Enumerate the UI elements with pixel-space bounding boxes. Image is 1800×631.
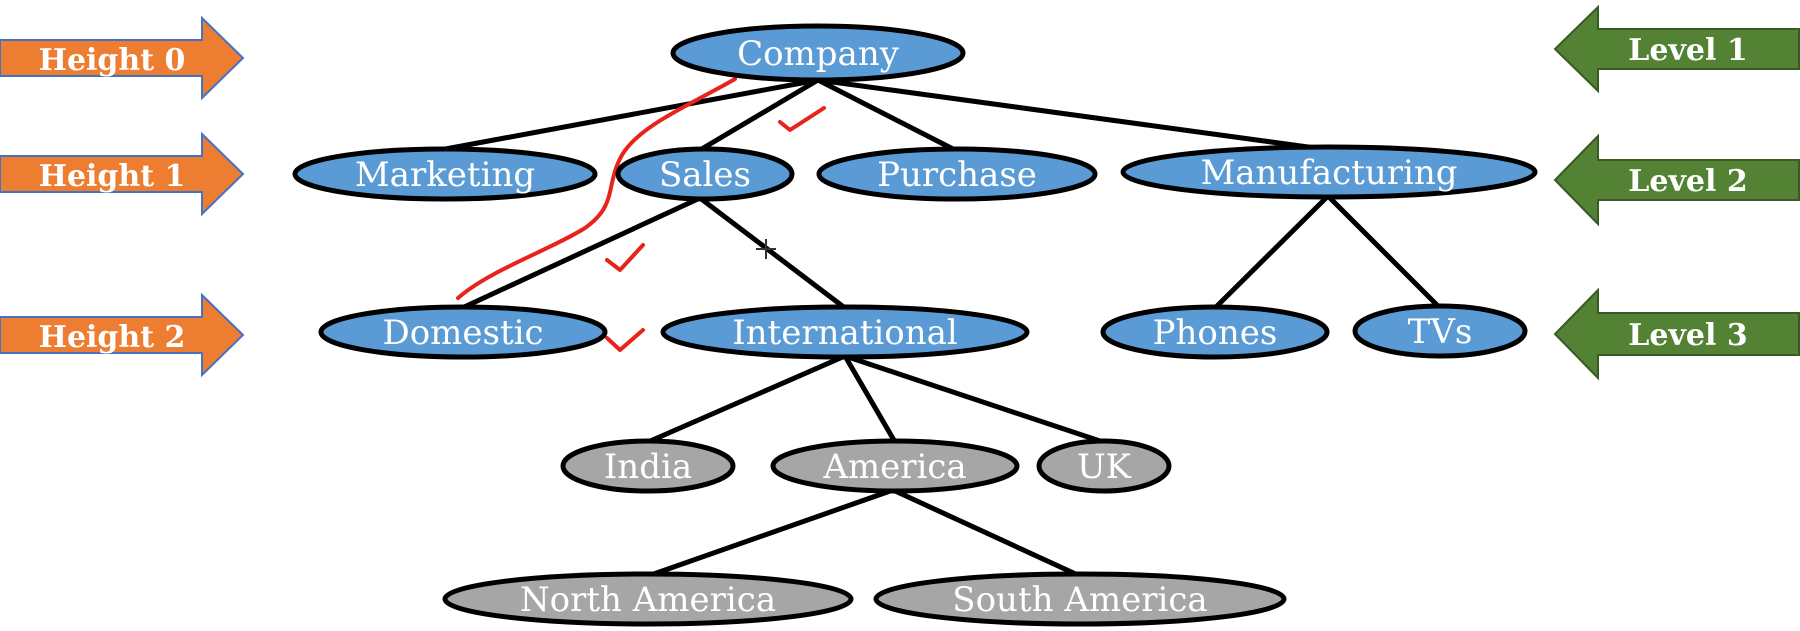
node-sales: Sales [615, 146, 795, 202]
node-uk: UK [1036, 438, 1172, 494]
node-marketing: Marketing [292, 146, 598, 202]
node-tvs: TVs [1352, 303, 1528, 359]
edge-america-south-america [891, 487, 1082, 579]
cursor-icon [756, 239, 776, 259]
node-purchase: Purchase [816, 146, 1098, 202]
edge-company-sales [698, 77, 820, 153]
node-label-sales: Sales [659, 155, 751, 195]
node-label-domestic: Domestic [382, 313, 543, 353]
height-label-1: Height 1 [39, 159, 186, 194]
height-arrow-2: Height 2 [0, 292, 245, 378]
node-label-company: Company [737, 34, 900, 74]
node-label-north-america: North America [520, 580, 776, 620]
edge-america-north-america [647, 487, 894, 579]
node-company: Company [670, 23, 966, 83]
node-domestic: Domestic [318, 304, 608, 360]
level-label-3: Level 3 [1628, 318, 1747, 353]
level-label-2: Level 2 [1628, 164, 1747, 199]
level-arrow-1: Level 1 [1553, 4, 1800, 94]
edge-international-uk [844, 353, 1104, 445]
level-arrow-3: Level 3 [1553, 287, 1800, 381]
node-label-manufacturing: Manufacturing [1200, 153, 1457, 193]
node-manufacturing: Manufacturing [1120, 144, 1538, 200]
node-south-america: South America [873, 571, 1287, 627]
level-arrow-2: Level 2 [1553, 133, 1800, 227]
edge-company-purchase [816, 77, 957, 153]
height-label-2: Height 2 [39, 320, 186, 355]
node-international: International [660, 304, 1030, 360]
check-mark-3 [605, 328, 645, 352]
level-label-1: Level 1 [1628, 33, 1747, 68]
node-america: America [770, 438, 1020, 494]
tree-edges [439, 77, 1442, 579]
node-label-international: International [732, 313, 958, 353]
node-label-tvs: TVs [1408, 312, 1473, 352]
edge-company-manufacturing [817, 77, 1331, 153]
nodes: Company Marketing Sales Purchase Manufac… [292, 23, 1538, 627]
red-annotation-stroke [456, 77, 737, 300]
check-mark-1 [778, 106, 826, 132]
annotations [456, 77, 826, 352]
height-arrow-1: Height 1 [0, 131, 245, 217]
height-arrows: Height 0 Height 1 Height 2 [0, 15, 245, 378]
edge-sales-international [698, 196, 847, 310]
edge-company-marketing [439, 77, 819, 153]
node-label-america: America [822, 447, 966, 487]
edge-manufacturing-tvs [1326, 194, 1442, 310]
edge-international-india [646, 353, 847, 445]
edge-international-america [842, 354, 898, 444]
edge-manufacturing-phones [1213, 194, 1330, 310]
node-label-india: India [604, 447, 692, 487]
edge-sales-domestic [460, 195, 702, 311]
node-phones: Phones [1100, 304, 1330, 360]
node-north-america: North America [442, 571, 854, 627]
node-label-marketing: Marketing [355, 155, 535, 195]
node-india: India [560, 438, 736, 494]
node-label-phones: Phones [1153, 313, 1278, 353]
node-label-purchase: Purchase [877, 155, 1037, 195]
node-label-south-america: South America [952, 580, 1207, 620]
check-mark-2 [605, 243, 645, 272]
height-label-0: Height 0 [39, 43, 186, 78]
level-arrows: Level 1 Level 2 Level 3 [1553, 4, 1800, 381]
node-label-uk: UK [1077, 447, 1132, 487]
height-arrow-0: Height 0 [0, 15, 245, 101]
